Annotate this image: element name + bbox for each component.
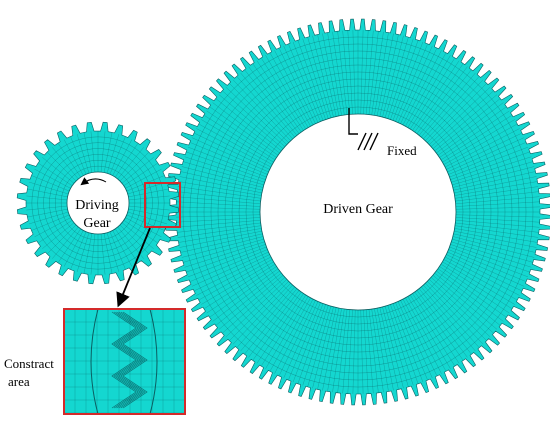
driving-gear-bore (66, 171, 130, 235)
contact-zoom-view (63, 308, 186, 415)
driving-gear-mesh (26, 131, 170, 275)
contact-area-label-line1: Constract (4, 356, 54, 371)
contact-highlight-box (144, 182, 181, 228)
curved-arrow-icon (80, 177, 107, 186)
fixed-label: Fixed (387, 143, 417, 158)
arrow-icon (116, 227, 151, 308)
contact-area-label-line2: area (8, 374, 30, 389)
driven-gear-label: Driven Gear (323, 202, 393, 217)
driving-gear (16, 121, 180, 285)
driven-gear (164, 18, 550, 406)
ground-hatch-icon (348, 108, 379, 151)
driven-gear-bore (259, 113, 457, 311)
contact-zoom-frame (63, 308, 186, 415)
driving-gear-label-line1: Driving (75, 198, 119, 213)
driving-gear-label-line2: Gear (83, 216, 111, 231)
driven-gear-mesh (176, 30, 540, 394)
